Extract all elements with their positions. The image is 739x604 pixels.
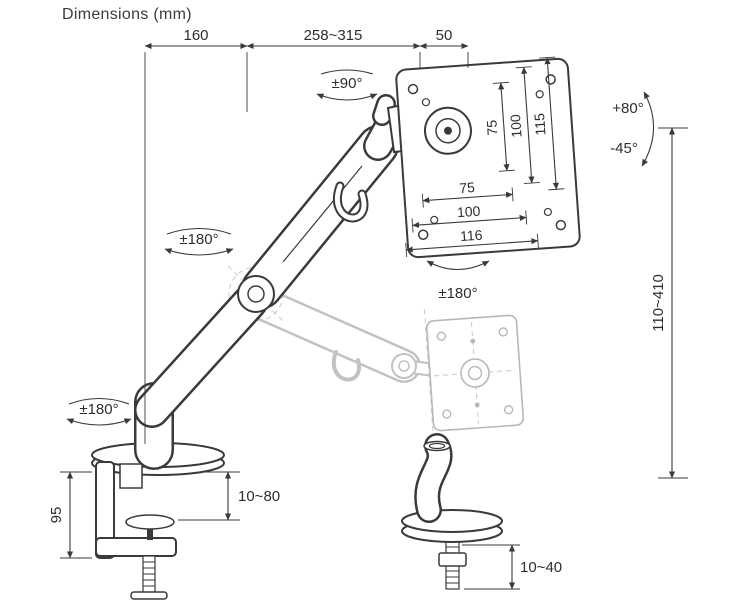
- dim-head-offset: 50: [436, 27, 453, 44]
- desk-clamp: [95, 461, 177, 600]
- dim-base-to-elbow: 160: [183, 27, 208, 44]
- vesa-plate: 75 100 115 75 100 116: [395, 56, 581, 259]
- dim-vesa-v75: 75: [483, 119, 500, 136]
- dim-vesa-v100: 100: [507, 114, 525, 139]
- dim-reach: 258~315: [304, 27, 363, 44]
- dim-vesa-h100: 100: [456, 203, 481, 221]
- tilt-down-label: -45°: [610, 140, 638, 157]
- top-dimension-lines: 160 258~315 50: [144, 27, 469, 444]
- dim-plate-width: 116: [460, 227, 484, 245]
- tilt-annotation: +80° -45°: [610, 91, 655, 167]
- rot-elbow-label: ±180°: [179, 231, 218, 248]
- clamp-dimensions: 95 10~80: [48, 471, 280, 559]
- rot-plate-label: ±180°: [438, 285, 477, 302]
- dim-grommet-range: 10~40: [520, 559, 562, 576]
- rot-head-swivel-label: ±90°: [332, 75, 363, 92]
- rotation-annotations: ±90° ±180° ±180° ±180°: [66, 69, 490, 426]
- rot-base-label: ±180°: [79, 401, 118, 418]
- dim-clamp-range: 10~80: [238, 488, 280, 505]
- page-title: Dimensions (mm): [62, 6, 192, 23]
- ghost-vesa-plate: [423, 309, 525, 444]
- grommet-dimension: 10~40: [462, 544, 562, 590]
- dim-height-range: 110~410: [650, 274, 667, 332]
- dim-column-height: 95: [48, 507, 65, 524]
- monitor-arm: [91, 94, 414, 476]
- ghost-arm: [251, 289, 441, 383]
- grommet-mount: [401, 433, 503, 590]
- tilt-up-label: +80°: [612, 100, 643, 117]
- dim-plate-height: 115: [531, 112, 549, 136]
- dim-vesa-h75: 75: [459, 179, 476, 196]
- height-range-dimension: 110~410: [650, 127, 688, 479]
